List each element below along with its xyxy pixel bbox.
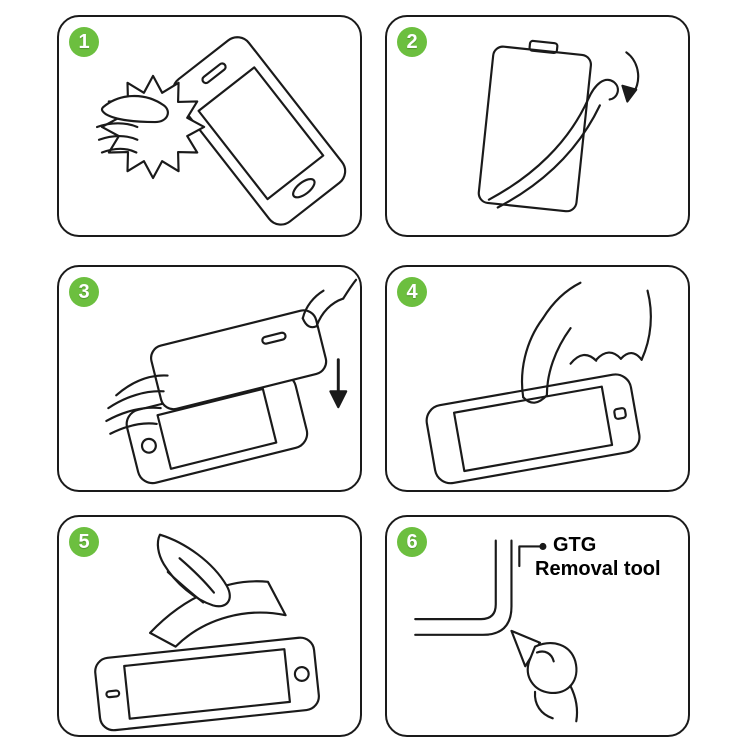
hand <box>156 533 231 608</box>
step-badge: 6 <box>397 527 427 557</box>
step-panel-3: 3 <box>57 265 362 492</box>
tool-label-line1: GTG <box>553 534 597 556</box>
film <box>149 580 287 648</box>
peel-film-illustration <box>477 39 640 213</box>
step-panel-2: 2 <box>385 15 690 237</box>
removal-tool-illustration <box>414 539 579 723</box>
glass-protector <box>150 309 328 411</box>
tool-label-line2: Removal tool <box>535 558 661 580</box>
place-glass-illustration <box>105 278 358 485</box>
hand <box>526 642 579 723</box>
step-badge: 3 <box>69 277 99 307</box>
left-hand <box>105 374 169 435</box>
tool-label: GTG Removal tool <box>535 533 661 581</box>
phone <box>171 36 347 226</box>
phone <box>94 636 320 732</box>
press-screen-illustration <box>425 281 652 485</box>
step-panel-6: 6 GTG Removal tool <box>385 515 690 737</box>
step-badge: 4 <box>397 277 427 307</box>
step-badge: 2 <box>397 27 427 57</box>
peel-direction-arrow <box>621 51 640 103</box>
step-panel-1: 1 <box>57 15 362 237</box>
peeling-film <box>487 78 619 209</box>
step-badge: 1 <box>69 27 99 57</box>
hand <box>95 94 169 154</box>
smooth-film-illustration <box>94 533 320 732</box>
screen-corner <box>414 539 513 636</box>
cleaning-cloth <box>100 74 206 180</box>
step-panel-4: 4 <box>385 265 690 492</box>
step-badge: 5 <box>69 527 99 557</box>
step-panel-5: 5 <box>57 515 362 737</box>
label-leader <box>518 542 547 568</box>
pressing-hand <box>520 281 652 404</box>
right-hand <box>301 278 358 329</box>
clean-screen-illustration <box>95 36 347 226</box>
phone <box>425 373 641 485</box>
down-arrow <box>329 358 348 409</box>
